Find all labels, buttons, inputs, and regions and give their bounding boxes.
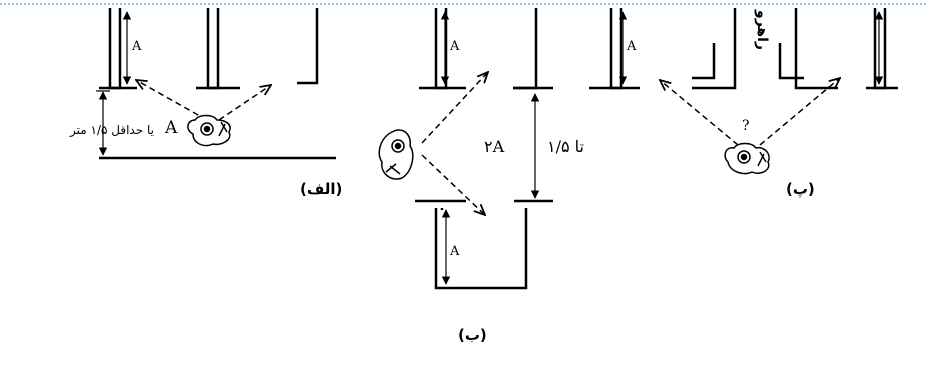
dim-A-label-alef: A (131, 39, 142, 54)
door-frame-pe-1 (609, 8, 623, 90)
panel-alef (99, 8, 336, 160)
corridor-corner-left-outer (692, 8, 737, 90)
corridor-corner-left-inner (692, 43, 716, 80)
person-icon (724, 142, 770, 175)
dim-A-label-pe: A (626, 39, 637, 54)
door-frame-1 (108, 8, 122, 90)
door-frame-be-upper-right (513, 8, 538, 90)
panel-alef-dims (96, 11, 132, 156)
corridor-label: راهرو (754, 9, 770, 50)
question-mark: ? (742, 118, 750, 134)
caption-be: (ب) (458, 326, 487, 344)
panel-pe-arrows (660, 78, 840, 146)
dashed-arrow-alef-left (136, 80, 208, 121)
dashed-arrow-pe-left (660, 80, 739, 146)
dashed-arrow-be-up (421, 72, 488, 144)
panel-pe-dims (618, 11, 884, 85)
dim-A-label-be-lower: A (449, 244, 460, 259)
min-clearance-A: A (164, 118, 178, 138)
dashed-arrow-alef-right (218, 85, 271, 121)
dashed-arrow-pe-right (759, 78, 840, 146)
dashed-arrow-be-down (421, 154, 485, 215)
panel-pe (589, 8, 898, 90)
range-label-prefix: ۲A (484, 137, 505, 156)
range-label-suffix: ۱/۵ تا (547, 137, 584, 156)
door-frame-2 (206, 8, 220, 90)
panel-alef-arrows (136, 80, 271, 121)
panel-be-arrows (421, 72, 488, 215)
dim-A-label-be-upper: A (449, 39, 460, 54)
panel-be-dims (440, 11, 540, 285)
door-frame-pe-2 (873, 8, 887, 90)
corridor-corner-right-outer (794, 8, 838, 90)
corridor-corner-right-inner (778, 43, 804, 80)
room-be-lower (434, 208, 528, 290)
caption-alef: (الف) (300, 180, 343, 198)
min-clearance-text: یا حداقل ۱/۵ متر (69, 123, 154, 138)
door-frame-3 (297, 8, 319, 85)
person-icon (378, 129, 414, 180)
caption-pe: (پ) (786, 180, 815, 198)
person-icon (187, 114, 231, 147)
